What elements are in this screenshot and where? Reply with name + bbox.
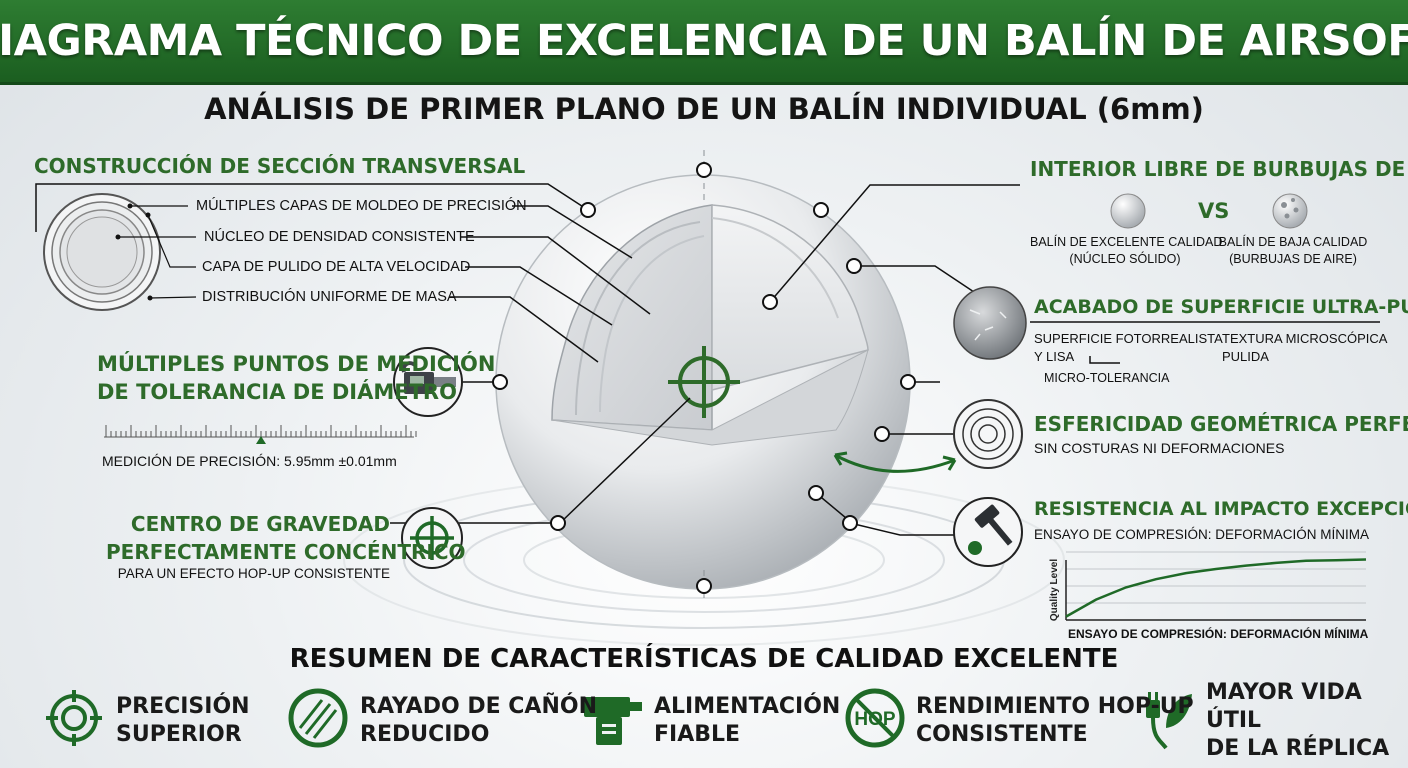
- feature-barrel: RAYADO DE CAÑÓN REDUCIDO: [348, 690, 597, 752]
- plug-leaf-icon: [1146, 692, 1192, 750]
- vs-label: VS: [1198, 199, 1230, 223]
- bad-bb-label-line2: (BURBUJAS DE AIRE): [1229, 252, 1357, 266]
- feeder-icon: [584, 697, 642, 745]
- gravity-heading: CENTRO DE GRAVEDAD PERFECTAMENTE CONCÉNT…: [106, 510, 466, 566]
- cross-section-item: MÚLTIPLES CAPAS DE MOLDEO DE PRECISIÓN: [196, 198, 527, 214]
- chart-y-label: Quality Level: [1049, 559, 1060, 621]
- gravity-note: PARA UN EFECTO HOP-UP CONSISTENTE: [117, 566, 390, 581]
- bubbles-heading: INTERIOR LIBRE DE BURBUJAS DE AIRE: [1030, 157, 1408, 181]
- good-bb-label: BALÍN DE EXCELENTE CALIDAD (NÚCLEO SÓLID…: [1030, 234, 1223, 268]
- ball-center-crosshair: [668, 346, 740, 418]
- surface-left-line2: Y LISA: [1034, 349, 1075, 364]
- feature-label: ALIMENTACIÓN FIABLE: [654, 694, 841, 747]
- connector-nodes: [492, 162, 916, 594]
- good-bb-label-line1: BALÍN DE EXCELENTE CALIDAD: [1030, 235, 1223, 249]
- compression-chart: Quality Level: [1049, 551, 1367, 621]
- surface-left-text: SUPERFICIE FOTORREALISTA Y LISA: [1034, 330, 1223, 366]
- cross-section-item: NÚCLEO DE DENSIDAD CONSISTENTE: [204, 229, 475, 245]
- feature-lifespan: MAYOR VIDA ÚTIL DE LA RÉPLICA: [1194, 680, 1408, 761]
- tolerance-heading: MÚLTIPLES PUNTOS DE MEDICIÓN DE TOLERANC…: [97, 350, 495, 406]
- feature-label: RENDIMIENTO HOP-UP CONSISTENTE: [916, 694, 1194, 747]
- crosshair-icon: [401, 507, 463, 569]
- barrel-icon: [288, 688, 348, 748]
- polished-surface-icon: [953, 286, 1027, 360]
- feature-label: RAYADO DE CAÑÓN REDUCIDO: [360, 694, 597, 747]
- cross-section-item: DISTRIBUCIÓN UNIFORME DE MASA: [202, 289, 457, 305]
- chart-series-line: [1065, 558, 1367, 618]
- feature-precision: PRECISIÓN SUPERIOR: [104, 690, 250, 752]
- rotation-arrow-icon: [833, 451, 957, 473]
- hop-icon: HOP: [845, 688, 905, 748]
- hop-icon-text: HOP: [854, 709, 896, 730]
- precision-measurement: MEDICIÓN DE PRECISIÓN: 5.95mm ±0.01mm: [102, 453, 397, 469]
- subtitle: ANÁLISIS DE PRIMER PLANO DE UN BALÍN IND…: [204, 92, 1204, 126]
- feature-label: MAYOR VIDA ÚTIL DE LA RÉPLICA: [1206, 680, 1390, 761]
- tolerance-heading-line1: MÚLTIPLES PUNTOS DE MEDICIÓN: [97, 352, 496, 376]
- tolerance-heading-line2: DE TOLERANCIA DE DIÁMETRO: [97, 380, 457, 404]
- gravity-heading-line2: PERFECTAMENTE CONCÉNTRICO: [106, 540, 466, 564]
- cross-section-icon: [43, 193, 161, 311]
- page-title: DIAGRAMA TÉCNICO DE EXCELENCIA DE UN BAL…: [0, 16, 1408, 66]
- surface-left-line1: SUPERFICIE FOTORREALISTA: [1034, 331, 1223, 346]
- micro-tolerance-label: MICRO-TOLERANCIA: [1044, 371, 1170, 385]
- surface-right-line1: TEXTURA MICROSCÓPICA: [1222, 331, 1388, 346]
- good-bb-label-line2: (NÚCLEO SÓLIDO): [1069, 252, 1181, 266]
- gravity-heading-line1: CENTRO DE GRAVEDAD: [130, 512, 390, 536]
- feature-feeding: ALIMENTACIÓN FIABLE: [642, 690, 840, 752]
- cross-section-item: CAPA DE PULIDO DE ALTA VELOCIDAD: [202, 259, 471, 275]
- cross-section-leaders: [118, 205, 197, 299]
- good-bb-sample: [1110, 193, 1146, 229]
- surface-heading: ACABADO DE SUPERFICIE ULTRA-PULIDO: [1034, 296, 1408, 318]
- hammer-icon: [953, 497, 1023, 567]
- sphericity-heading: ESFERICIDAD GEOMÉTRICA PERFECTA: [1034, 412, 1408, 436]
- micrometer-icon: [393, 347, 463, 417]
- cross-section-dots: [115, 203, 153, 301]
- summary-heading: RESUMEN DE CARACTERÍSTICAS DE CALIDAD EX…: [289, 644, 1119, 674]
- chart-x-label: ENSAYO DE COMPRESIÓN: DEFORMACIÓN MÍNIMA: [1068, 627, 1369, 641]
- bad-bb-label: BALÍN DE BAJA CALIDAD (BURBUJAS DE AIRE): [1218, 234, 1368, 268]
- cross-section-heading: CONSTRUCCIÓN DE SECCIÓN TRANSVERSAL: [34, 154, 526, 178]
- sphericity-icon: [953, 399, 1023, 469]
- tolerance-ruler: [104, 425, 417, 444]
- sphericity-note: SIN COSTURAS NI DEFORMACIONES: [1034, 440, 1285, 456]
- feature-label: PRECISIÓN SUPERIOR: [116, 694, 250, 747]
- surface-right-line2: PULIDA: [1222, 349, 1269, 364]
- impact-heading: RESISTENCIA AL IMPACTO EXCEPCIONAL: [1034, 498, 1408, 520]
- title-banner: DIAGRAMA TÉCNICO DE EXCELENCIA DE UN BAL…: [0, 0, 1408, 85]
- impact-note: ENSAYO DE COMPRESIÓN: DEFORMACIÓN MÍNIMA: [1034, 527, 1370, 542]
- bad-bb-label-line1: BALÍN DE BAJA CALIDAD: [1218, 235, 1368, 249]
- target-icon: [46, 690, 102, 746]
- surface-right-text: TEXTURA MICROSCÓPICA PULIDA: [1222, 330, 1387, 366]
- feature-hopup: RENDIMIENTO HOP-UP CONSISTENTE: [904, 690, 1194, 752]
- bad-bb-sample: [1272, 193, 1308, 229]
